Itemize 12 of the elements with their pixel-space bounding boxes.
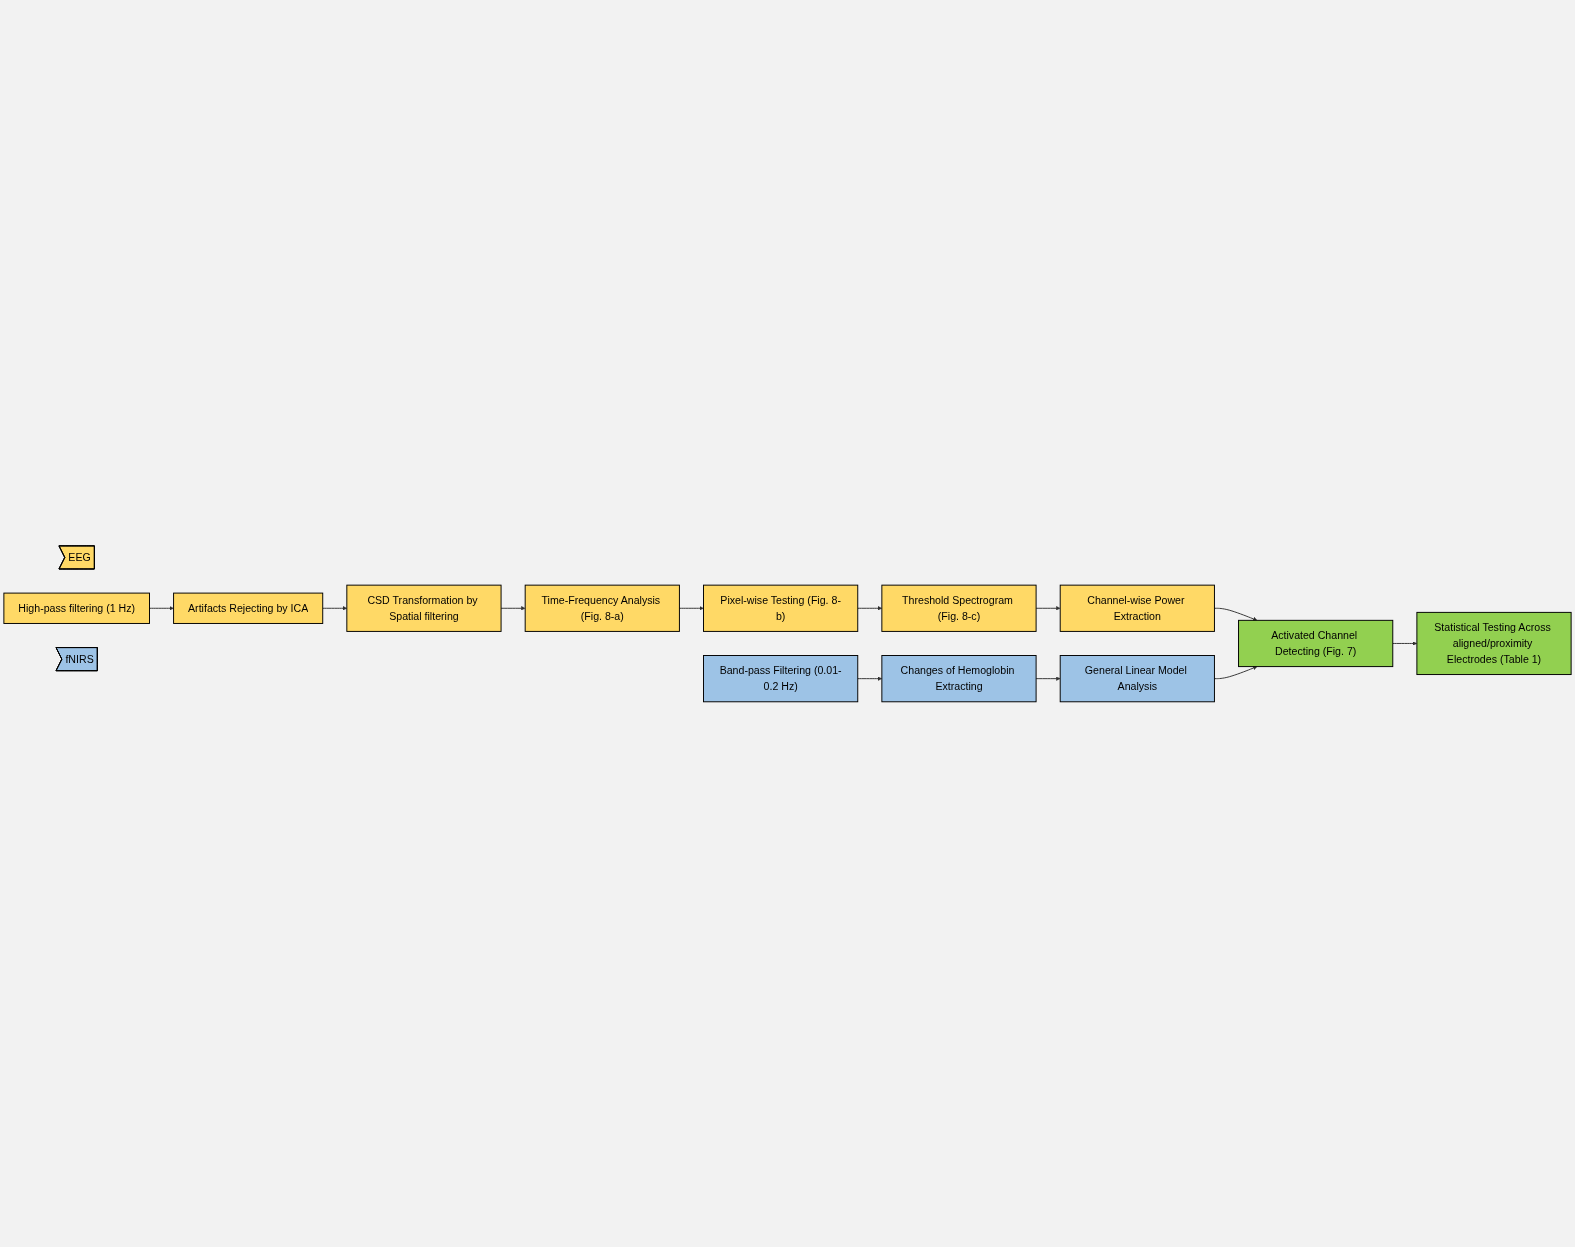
node-box: Channel-wise Power Extraction — [1059, 584, 1215, 632]
node-box: Band-pass Filtering (0.01-0.2 Hz) — [703, 654, 859, 702]
node-box: Pixel-wise Testing (Fig. 8-b) — [703, 584, 859, 632]
node-box: Artifacts Rejecting by ICA — [173, 592, 324, 624]
node-box: Statistical Testing Across aligned/proximity Electrodes (Table 1) — [1416, 611, 1572, 675]
node-box: CSD Transformation by Spatial filtering — [346, 584, 502, 632]
node-box: High-pass filtering (1 Hz) — [3, 592, 150, 624]
node-box: Time-Frequency Analysis (Fig. 8-a) — [524, 584, 680, 632]
node-box: Activated Channel Detecting (Fig. 7) — [1238, 619, 1394, 667]
node-box: General Linear Model Analysis — [1059, 654, 1215, 702]
node-box: Changes of Hemoglobin Extracting — [881, 654, 1037, 702]
node-box: Threshold Spectrogram (Fig. 8-c) — [881, 584, 1037, 632]
